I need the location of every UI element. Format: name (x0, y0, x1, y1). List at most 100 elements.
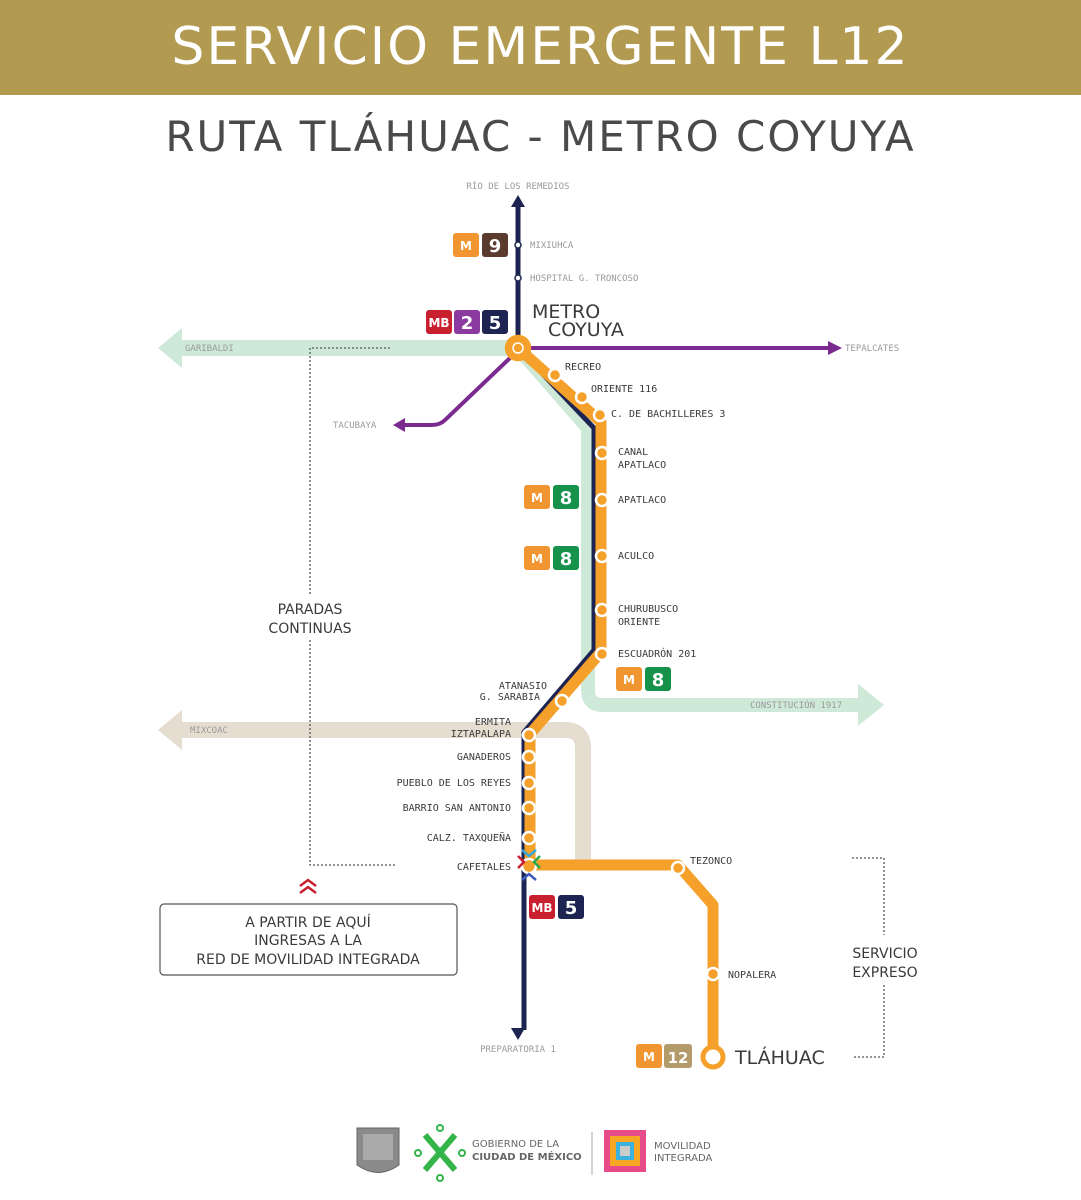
line-8 (180, 340, 860, 712)
info-box-line-3: RED DE MOVILIDAD INTEGRADA (196, 952, 420, 968)
station-recreo[interactable] (547, 367, 563, 383)
movilidad-text-2: INTEGRADA (654, 1153, 713, 1164)
station-coyuya-inner (512, 342, 524, 354)
badge-line-8-aculco: M 8 (524, 546, 579, 570)
line-12 (180, 722, 591, 865)
label-cafetales: CAFETALES (457, 862, 511, 873)
station-pueblo[interactable] (521, 775, 537, 791)
badge-line-8-apatlaco: M 8 (524, 485, 579, 509)
cdmx-government-logo (414, 1124, 466, 1182)
label-churubusco: CHURUBUSCO (618, 604, 678, 615)
terminal-mixcoac: MIXCOAC (190, 726, 228, 736)
svg-text:8: 8 (560, 488, 573, 509)
svg-text:9: 9 (489, 236, 502, 257)
arrow-garibaldi (158, 328, 182, 368)
station-oriente-116[interactable] (574, 389, 590, 405)
label-barrio: BARRIO SAN ANTONIO (403, 803, 511, 814)
expreso-label-2: EXPRESO (852, 965, 917, 981)
arrow-mixcoac (158, 710, 182, 750)
terminal-preparatoria: PREPARATORIA 1 (480, 1045, 556, 1055)
svg-text:M: M (643, 1050, 655, 1064)
svg-text:2: 2 (461, 313, 474, 334)
svg-text:8: 8 (560, 549, 573, 570)
poster-header: SERVICIO EMERGENTE L12 (0, 0, 1081, 95)
label-taxquena: CALZ. TAXQUEÑA (427, 831, 511, 844)
svg-text:8: 8 (652, 670, 665, 691)
label-tlahuac: TLÁHUAC (734, 1046, 825, 1069)
badge-line-9: M 9 (453, 233, 508, 257)
label-nopalera: NOPALERA (728, 970, 776, 981)
label-metro: METRO (532, 301, 600, 323)
label-sarabia: G. SARABIA (480, 692, 540, 703)
gobierno-text-2: CIUDAD DE MÉXICO (472, 1150, 582, 1163)
station-aculco[interactable] (594, 548, 610, 564)
label-apatlaco: APATLACO (618, 495, 666, 506)
svg-text:M: M (460, 239, 472, 253)
movilidad-integrada-icon (517, 849, 541, 881)
badge-line-8-escuadron: M 8 (616, 667, 671, 691)
label-recreo: RECREO (565, 362, 601, 373)
station-atanasio[interactable] (554, 693, 570, 709)
terminal-rio-remedios: RÍO DE LOS REMEDIOS (467, 180, 570, 192)
label-churubusco-oriente: ORIENTE (618, 617, 660, 628)
station-churubusco[interactable] (594, 602, 610, 618)
svg-text:M: M (623, 673, 635, 687)
svg-text:MB: MB (531, 901, 552, 915)
station-dot-hospital[interactable] (514, 274, 522, 282)
svg-text:M: M (531, 552, 543, 566)
route-title: RUTA TLÁHUAC - METRO COYUYA (165, 112, 916, 161)
station-dot-mixiuhca[interactable] (514, 241, 522, 249)
station-canal-apatlaco[interactable] (594, 445, 610, 461)
station-taxquena[interactable] (521, 830, 537, 846)
info-box-line-1: A PARTIR DE AQUÍ (245, 914, 371, 931)
terminal-garibaldi: GARIBALDI (185, 344, 234, 354)
terminal-constitucion: CONSTITUCIÓN 1917 (750, 699, 842, 711)
badge-lines-2-5: MB 2 5 (426, 310, 508, 334)
svg-text:M: M (531, 491, 543, 505)
station-nopalera[interactable] (705, 966, 721, 982)
label-ganaderos: GANADEROS (457, 752, 511, 763)
station-ganaderos[interactable] (521, 749, 537, 765)
emergency-route (514, 343, 719, 1057)
label-canal-apatlaco: APATLACO (618, 460, 666, 471)
route-stations (504, 334, 721, 982)
arrow-tepalcates (828, 341, 842, 355)
station-bachilleres[interactable] (592, 407, 608, 423)
paradas-continuas-bracket (309, 347, 395, 866)
arrow-north (511, 195, 525, 207)
station-apatlaco[interactable] (594, 492, 610, 508)
line-2 (402, 346, 830, 427)
svg-text:MB: MB (428, 316, 449, 330)
expreso-label-1: SERVICIO (852, 946, 917, 962)
info-box-line-2: INGRESAS A LA (254, 933, 362, 949)
station-barrio[interactable] (521, 800, 537, 816)
terminal-tepalcates: TEPALCATES (845, 344, 899, 354)
servicio-expreso-bracket (852, 857, 885, 1058)
arrow-tacubaya (393, 418, 405, 432)
label-hospital: HOSPITAL G. TRONCOSO (530, 274, 638, 284)
label-tezonco: TEZONCO (690, 856, 732, 867)
label-escuadron: ESCUADRÓN 201 (618, 647, 696, 660)
movilidad-integrada-logo (604, 1130, 646, 1172)
station-tezonco[interactable] (670, 860, 686, 876)
station-escuadron[interactable] (594, 646, 610, 662)
label-bachilleres: C. DE BACHILLERES 3 (611, 409, 725, 420)
station-tlahuac[interactable] (700, 1044, 726, 1070)
gobierno-text-1: GOBIERNO DE LA (472, 1139, 559, 1150)
station-ermita[interactable] (521, 727, 537, 743)
label-canal: CANAL (618, 447, 648, 458)
paradas-label-1: PARADAS (278, 602, 343, 618)
svg-text:5: 5 (489, 313, 502, 334)
svg-text:5: 5 (565, 898, 578, 919)
badge-line-12: M 12 (636, 1044, 692, 1068)
label-pueblo: PUEBLO DE LOS REYES (397, 778, 511, 789)
label-aculco: ACULCO (618, 551, 654, 562)
station-coyuya[interactable] (504, 334, 532, 362)
label-oriente-116: ORIENTE 116 (591, 384, 657, 395)
movilidad-text-1: MOVILIDAD (654, 1141, 711, 1152)
info-box (159, 903, 458, 976)
paradas-label-2: CONTINUAS (268, 621, 351, 637)
label-mixiuhca: MIXIUHCA (530, 241, 574, 251)
